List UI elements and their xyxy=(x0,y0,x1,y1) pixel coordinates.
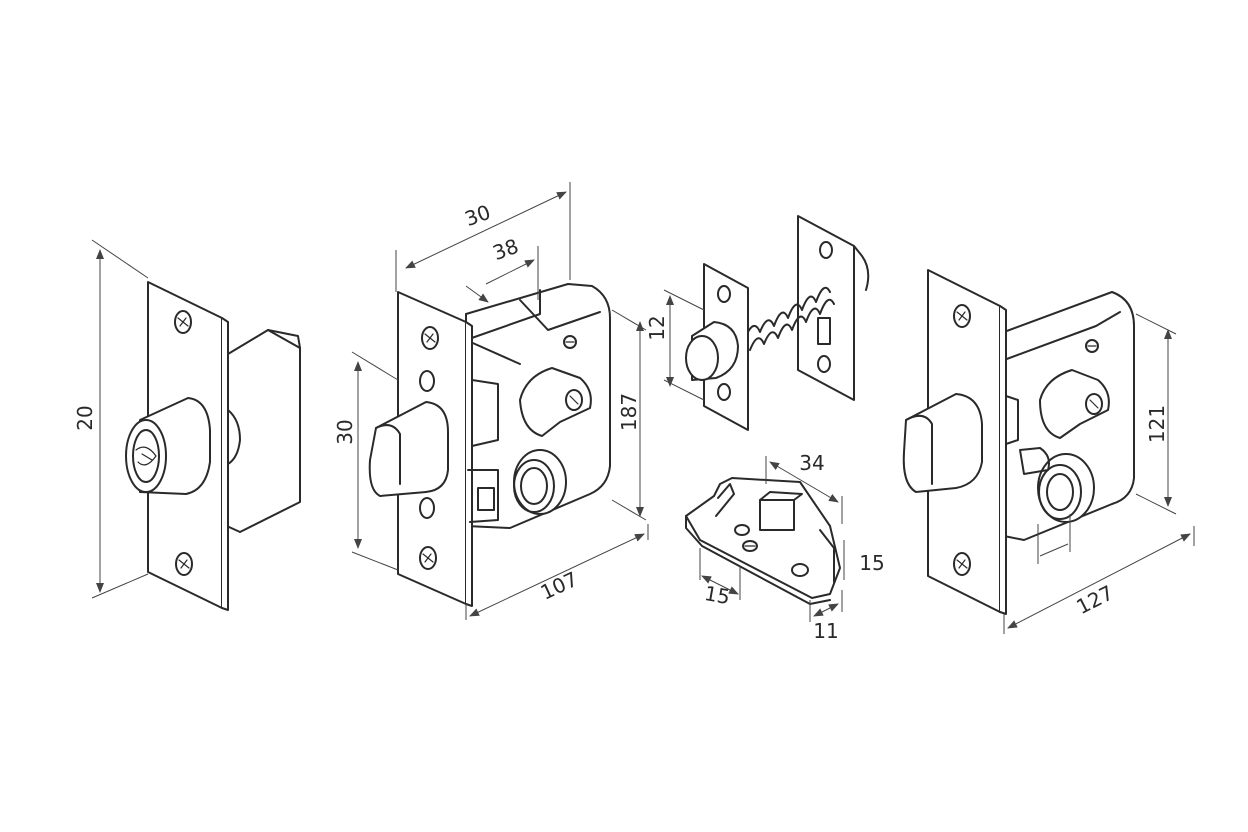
dim-lock5-width: 127 xyxy=(1003,526,1195,634)
dim-label: 12 xyxy=(645,315,669,340)
dim-spring-bolt: 12 xyxy=(645,289,705,401)
dim-keeper-length: 34 xyxy=(765,451,843,524)
dim-lock2-face: 30 xyxy=(333,351,399,571)
lock-5-rim-lock xyxy=(902,269,1135,615)
dim-label: 30 xyxy=(462,200,494,231)
part-4-keeper xyxy=(685,477,841,605)
dim-label: 107 xyxy=(537,567,582,605)
lock-1-cylinder-bolt xyxy=(125,281,301,611)
dim-label: 38 xyxy=(490,234,522,265)
dim-keeper-depth: 11 xyxy=(809,590,843,643)
dim-label: 15 xyxy=(703,581,732,609)
dim-lock2-depth: 30 xyxy=(395,182,571,292)
dim-lock5-height: 121 xyxy=(1135,313,1177,515)
dim-label: 30 xyxy=(333,419,357,444)
screw-hole xyxy=(175,552,193,576)
dim-label: 127 xyxy=(1072,580,1117,619)
dim-keeper-offset: 15 xyxy=(699,548,741,609)
dim-lock1-height: 20 xyxy=(73,239,149,599)
dim-keeper-height: 15 xyxy=(843,540,885,580)
lock-2-rim-lock xyxy=(368,283,611,607)
dim-label: 187 xyxy=(617,393,641,431)
dim-label: 34 xyxy=(799,451,824,475)
part-3-spring-bolt xyxy=(685,215,870,431)
dim-lock2-width: 107 xyxy=(465,524,649,620)
dim-label: 20 xyxy=(73,405,97,430)
dim-lock2-height: 187 xyxy=(611,309,647,521)
screw-hole xyxy=(174,310,192,334)
dim-label: 121 xyxy=(1145,405,1169,443)
dim-lock2-bolt: 38 xyxy=(465,234,539,303)
dim-label: 11 xyxy=(813,619,838,643)
dim-label: 15 xyxy=(859,551,884,575)
